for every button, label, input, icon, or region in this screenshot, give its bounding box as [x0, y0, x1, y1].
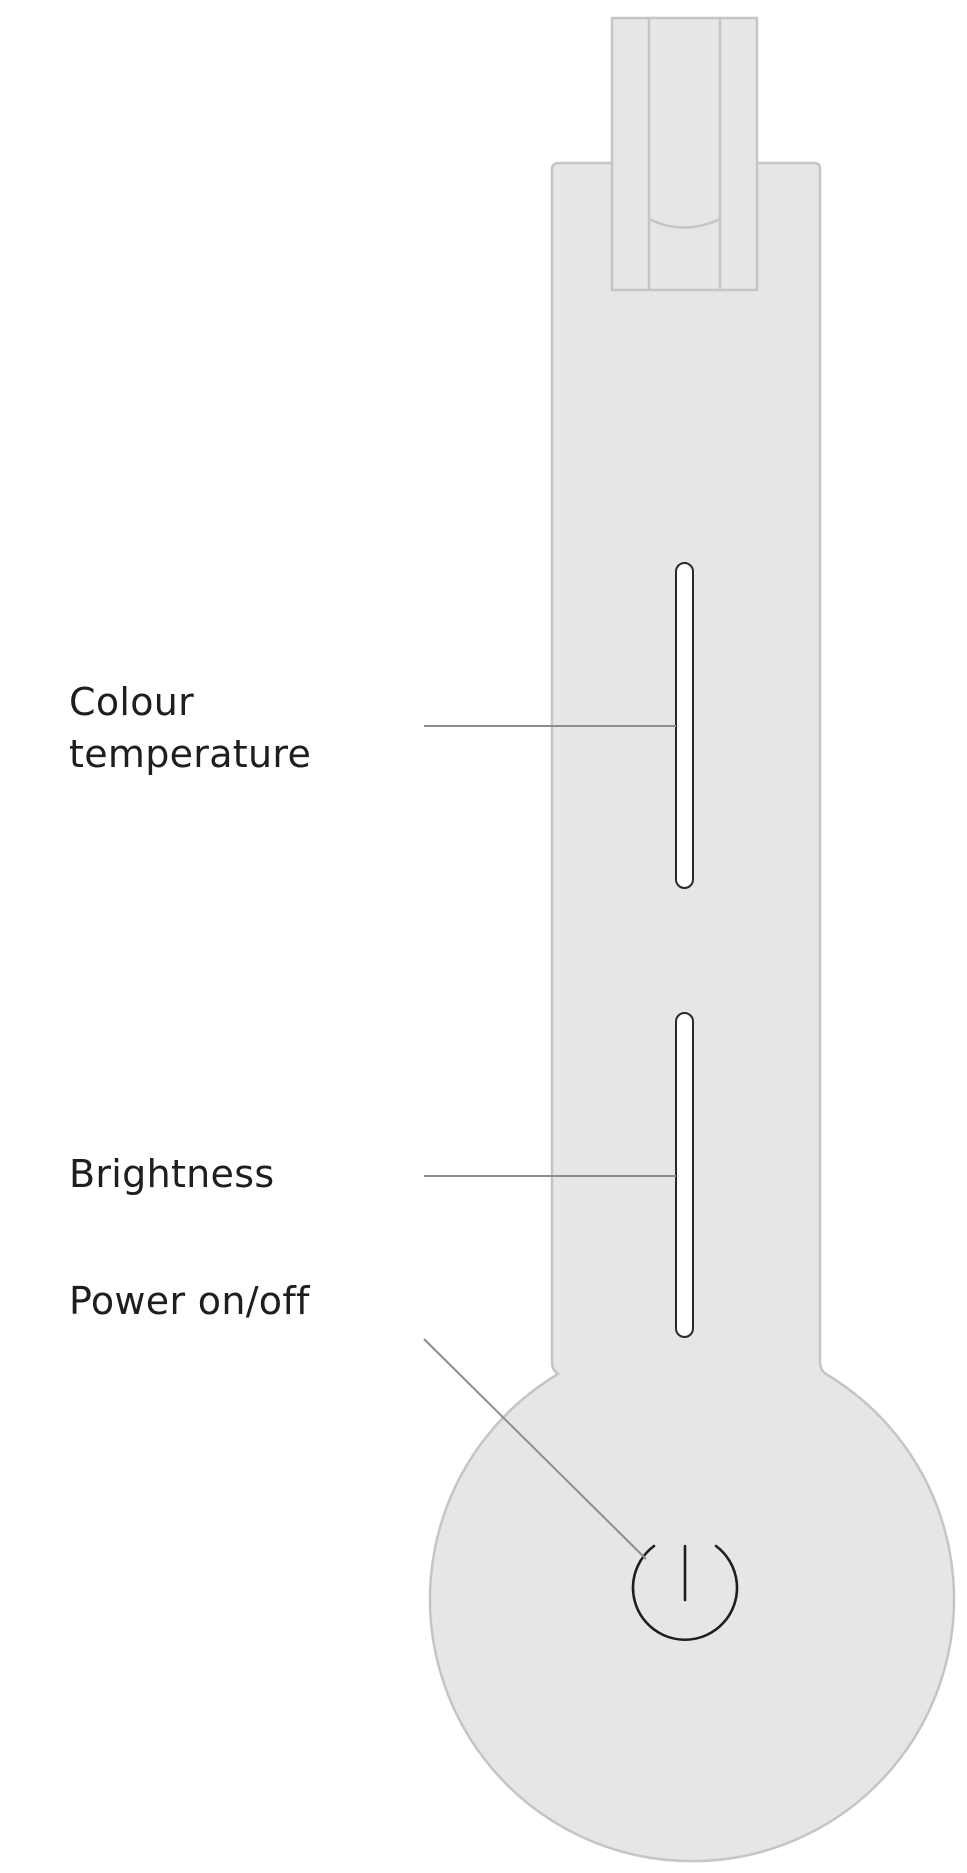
- power-icon[interactable]: [631, 1544, 739, 1642]
- brightness-slider[interactable]: [675, 1012, 694, 1338]
- lamp-body: [428, 161, 956, 1863]
- colour-temperature-slider[interactable]: [675, 562, 694, 889]
- power-leader: [423, 1338, 647, 1560]
- top-connector: [610, 16, 759, 292]
- brightness-label: Brightness: [69, 1152, 275, 1196]
- colour-temperature-label: Colour temperature: [69, 680, 312, 776]
- power-label: Power on/off: [69, 1279, 310, 1323]
